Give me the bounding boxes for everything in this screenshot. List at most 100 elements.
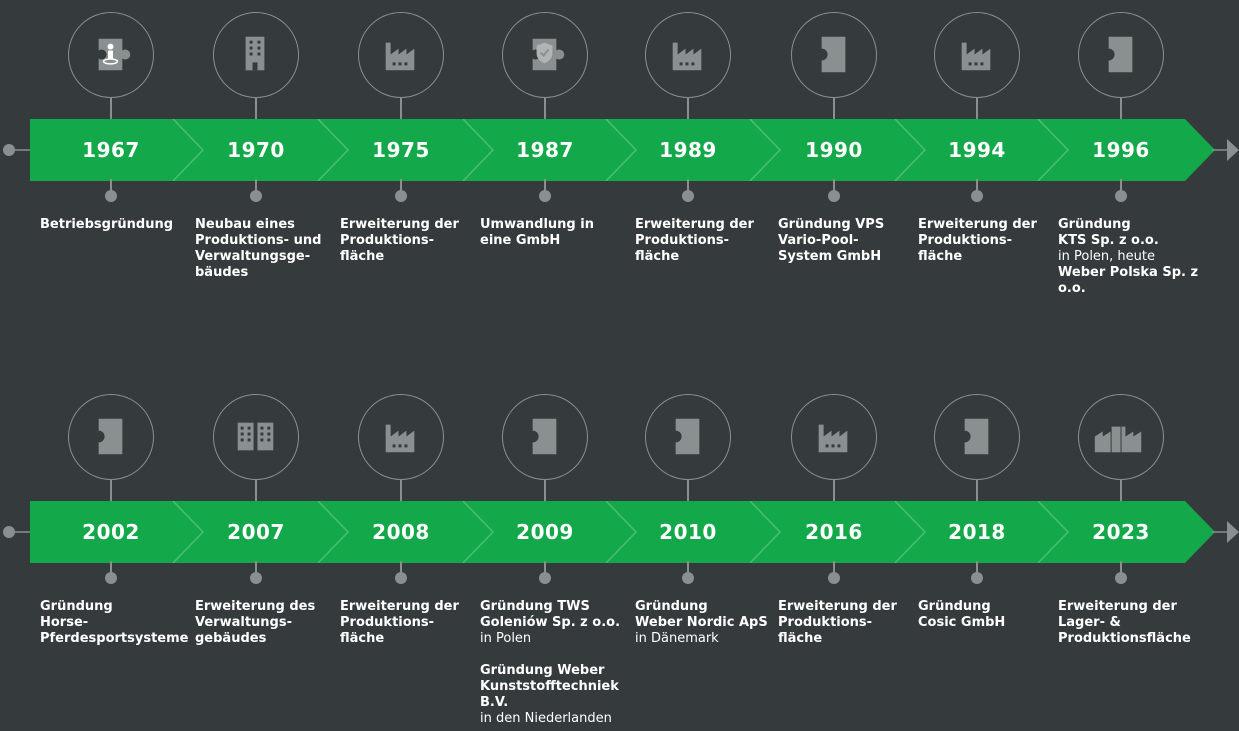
description-line: KTS Sp. z o.o. — [1058, 233, 1159, 248]
shield-puzzle-icon — [502, 12, 588, 98]
description-line: Gründung — [635, 599, 708, 614]
connector-line — [1120, 98, 1122, 120]
event-dot — [682, 190, 694, 202]
description-line: fläche — [340, 631, 385, 646]
segment-separator — [605, 501, 638, 563]
event-dot — [105, 572, 117, 584]
puzzle-icon — [791, 12, 877, 98]
connector-line — [544, 480, 546, 502]
factory-icon — [934, 12, 1020, 98]
puzzle-icon — [1078, 12, 1164, 98]
description-line: Gründung — [40, 599, 113, 614]
factory-icon — [358, 12, 444, 98]
description-line: Erweiterung der — [340, 217, 459, 232]
description-line: Produktions- — [340, 233, 435, 248]
connector-line — [976, 561, 978, 579]
event-dot — [395, 190, 407, 202]
description-line: Produktions- und — [195, 233, 322, 248]
event-dot — [828, 190, 840, 202]
description-line: Produktions- — [918, 233, 1013, 248]
connector-line — [400, 179, 402, 197]
factory-icon — [791, 394, 877, 480]
connector-line — [833, 561, 835, 579]
description-line: fläche — [918, 249, 963, 264]
event-dot — [1115, 190, 1127, 202]
segment-separator — [172, 501, 205, 563]
description-gap — [480, 647, 630, 663]
description-line: fläche — [340, 249, 385, 264]
description-line: Erweiterung der — [778, 599, 897, 614]
year-label: 2007 — [227, 520, 285, 544]
event-dot — [539, 572, 551, 584]
description-line: Neubau eines — [195, 217, 295, 232]
connector-line — [544, 179, 546, 197]
event-dot — [105, 190, 117, 202]
description-line: Produktions- — [340, 615, 435, 630]
connector-line — [255, 179, 257, 197]
timeline-start-dot — [3, 526, 15, 538]
connector-line — [255, 480, 257, 502]
office-buildings-icon — [213, 394, 299, 480]
year-label: 1970 — [227, 138, 285, 162]
description-line: Weber Polska Sp. z o.o. — [1058, 265, 1199, 296]
year-label: 1990 — [805, 138, 863, 162]
event-dot — [971, 190, 983, 202]
segment-separator — [749, 501, 782, 563]
connector-line — [687, 179, 689, 197]
year-label: 2002 — [82, 520, 140, 544]
event-dot — [828, 572, 840, 584]
description-line: fläche — [778, 631, 823, 646]
event-dot — [971, 572, 983, 584]
segment-separator — [462, 501, 495, 563]
description-line: Kunststofftechniek B.V. — [480, 679, 619, 710]
connector-line — [544, 561, 546, 579]
description-line: Erweiterung der — [340, 599, 459, 614]
timeline-end-arrowhead — [1227, 139, 1239, 161]
connector-line — [255, 561, 257, 579]
description-line: Umwandlung in — [480, 217, 594, 232]
timeline-start-dot — [3, 144, 15, 156]
description-line: Lager- & — [1058, 615, 1121, 630]
description-line: in Dänemark — [635, 631, 719, 646]
segment-separator — [317, 119, 350, 181]
connector-line — [833, 179, 835, 197]
description-line: Verwaltungsge- — [195, 249, 311, 264]
event-description: Betriebsgründung — [40, 217, 190, 233]
description-line: Gründung — [1058, 217, 1131, 232]
year-label: 2010 — [659, 520, 717, 544]
connector-line — [110, 480, 112, 502]
event-dot — [250, 190, 262, 202]
description-line: in Polen — [480, 631, 532, 646]
year-label: 2016 — [805, 520, 863, 544]
description-line: Produktions- — [635, 233, 730, 248]
description-line: Gründung Weber — [480, 663, 605, 678]
factory-icon — [358, 394, 444, 480]
timeline-arrow — [30, 119, 1215, 181]
year-label: 1996 — [1092, 138, 1150, 162]
puzzle-icon — [934, 394, 1020, 480]
description-line: bäudes — [195, 265, 249, 280]
connector-line — [687, 480, 689, 502]
segment-separator — [462, 119, 495, 181]
segment-separator — [894, 501, 927, 563]
description-line: Pferdesportsysteme — [40, 631, 189, 646]
description-line: in den Niederlanden — [480, 711, 612, 726]
connector-line — [1120, 480, 1122, 502]
description-line: Erweiterung der — [918, 217, 1037, 232]
year-label: 1989 — [659, 138, 717, 162]
description-line: Verwaltungs- — [195, 615, 292, 630]
connector-line — [976, 179, 978, 197]
